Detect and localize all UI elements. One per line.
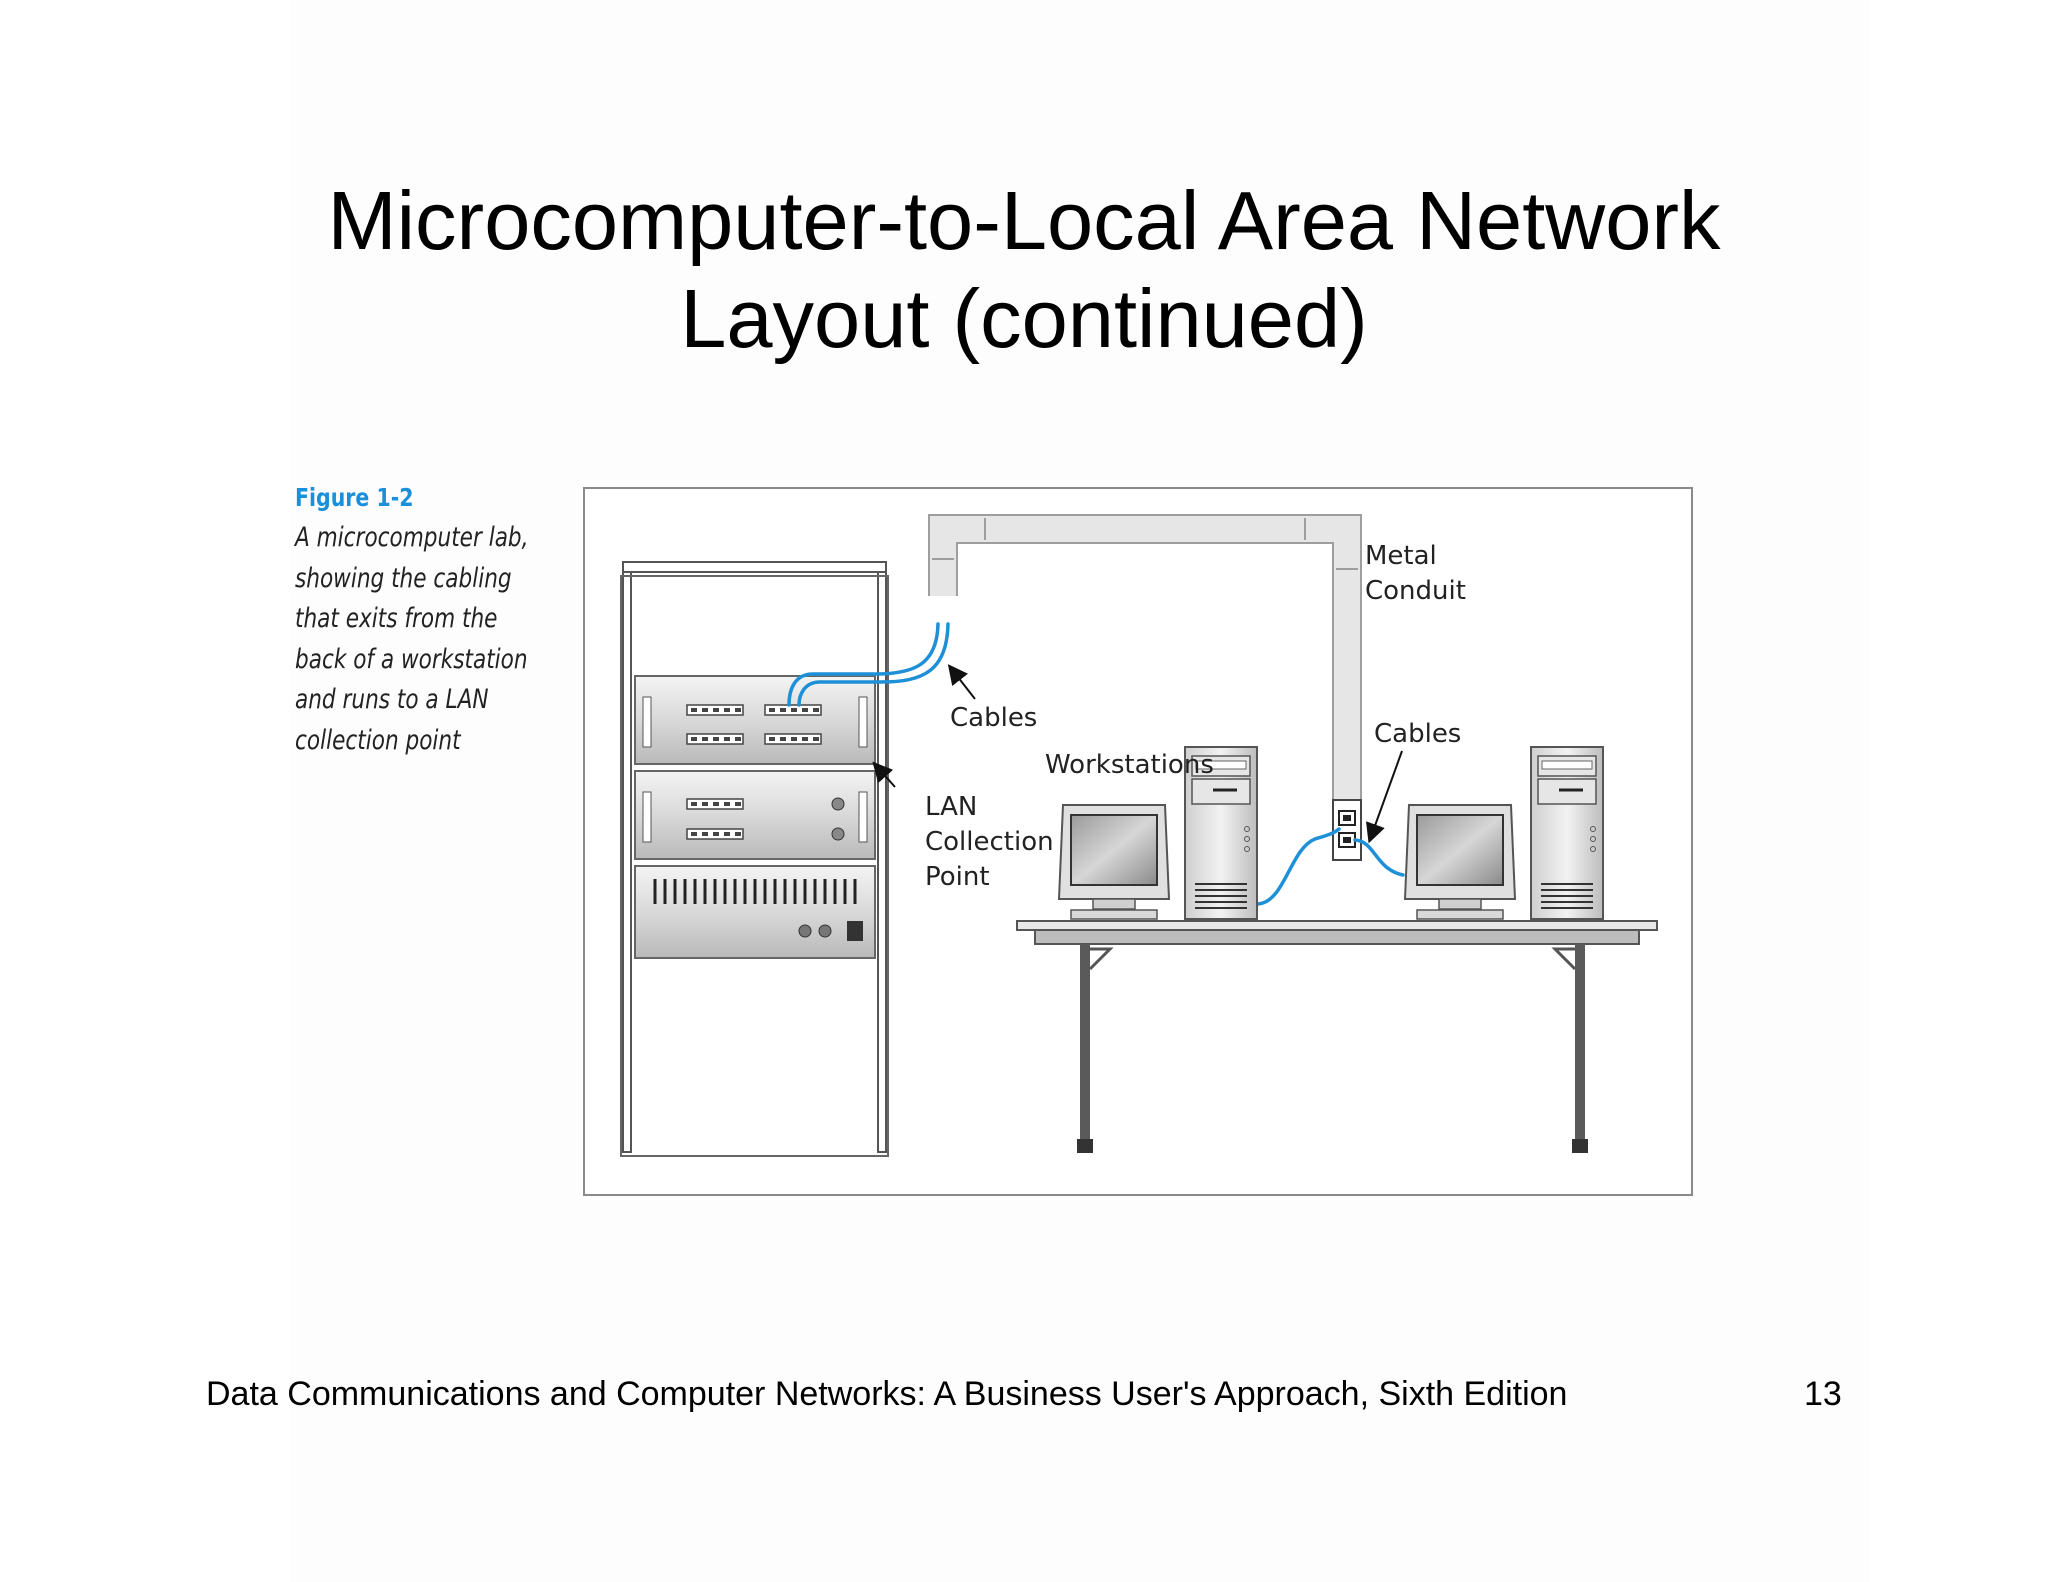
- title-line-2: Layout (continued): [680, 272, 1368, 365]
- slide-title: Microcomputer-to-Local Area Network Layo…: [0, 172, 2048, 368]
- metal-conduit: [928, 514, 1362, 799]
- label-lan: LAN: [925, 792, 977, 822]
- label-conduit: Conduit: [1365, 576, 1466, 606]
- tower: [1184, 746, 1258, 920]
- caption-line: collection point: [295, 724, 461, 756]
- table: [1016, 920, 1658, 1153]
- label-collection: Collection: [925, 827, 1054, 857]
- label-cables-top: Cables: [950, 703, 1037, 733]
- figure-label: Figure 1-2: [295, 483, 414, 512]
- figure-caption: Figure 1-2 A microcomputer lab, showing …: [295, 478, 595, 761]
- caption-text: A microcomputer lab, showing the cabling…: [295, 518, 551, 761]
- label-cables-right: Cables: [1374, 719, 1461, 749]
- workstation-left: [1057, 746, 1258, 920]
- caption-line: A microcomputer lab,: [295, 522, 529, 553]
- switch-panel: [634, 770, 876, 860]
- power-unit: [634, 865, 876, 959]
- wall-jack: [1332, 799, 1362, 861]
- tower: [1530, 746, 1604, 920]
- cables: [787, 622, 1405, 906]
- workstation-right: [1403, 746, 1604, 920]
- caption-line: and runs to a LAN: [295, 684, 489, 715]
- equipment-rack: [620, 561, 889, 1157]
- monitor: [1403, 804, 1517, 920]
- network-diagram: Metal Conduit Cables Cables Workstations…: [583, 487, 1693, 1196]
- label-point: Point: [925, 862, 990, 892]
- label-metal: Metal: [1365, 541, 1437, 571]
- caption-line: showing the cabling: [295, 562, 512, 594]
- patch-panel: [634, 675, 876, 765]
- label-workstations: Workstations: [1045, 750, 1214, 780]
- page-number: 13: [1804, 1375, 1842, 1413]
- caption-line: back of a workstation: [295, 643, 528, 675]
- slide-footer: Data Communications and Computer Network…: [206, 1375, 1568, 1413]
- monitor: [1057, 804, 1171, 920]
- caption-line: that exits from the: [295, 603, 498, 634]
- title-line-1: Microcomputer-to-Local Area Network: [327, 174, 1721, 267]
- label-arrows: [872, 664, 1403, 844]
